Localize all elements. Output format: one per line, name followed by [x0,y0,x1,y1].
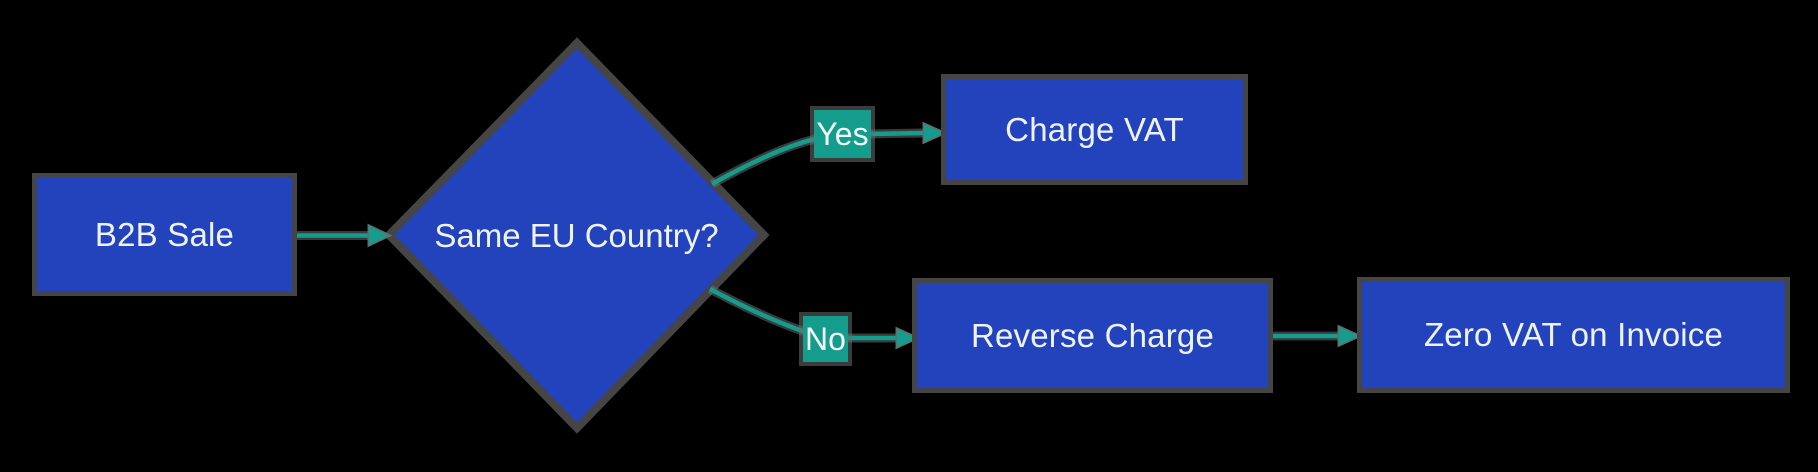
edge-label-no-text: No [805,320,846,357]
arrowhead-icon [367,223,393,248]
node-zero-vat-on-invoice: Zero VAT on Invoice [1357,277,1790,393]
arrowhead-icon [922,121,948,145]
edge-label-yes: Yes [814,110,871,158]
node-reverse-charge: Reverse Charge [912,278,1273,393]
decision-diamond-shape [383,37,770,434]
node-b2b-sale-label: B2B Sale [94,215,235,253]
node-same-eu-country-label: Same EU Country? [434,216,719,254]
node-same-eu-country: Same EU Country? [389,43,764,428]
node-b2b-sale: B2B Sale [32,173,297,296]
edge-reverse-charge-to-zero-vat [1268,324,1363,348]
arrowhead-icon [1337,324,1363,348]
edge-b2b-to-decision [297,223,393,248]
arrowhead-icon [895,326,921,350]
node-zero-vat-on-invoice-label: Zero VAT on Invoice [1423,316,1724,353]
node-charge-vat-label: Charge VAT [1005,110,1184,148]
node-reverse-charge-label: Reverse Charge [970,316,1215,354]
edge-label-no: No [803,316,848,362]
edge-label-yes-text: Yes [816,115,869,152]
node-charge-vat: Charge VAT [941,74,1248,185]
